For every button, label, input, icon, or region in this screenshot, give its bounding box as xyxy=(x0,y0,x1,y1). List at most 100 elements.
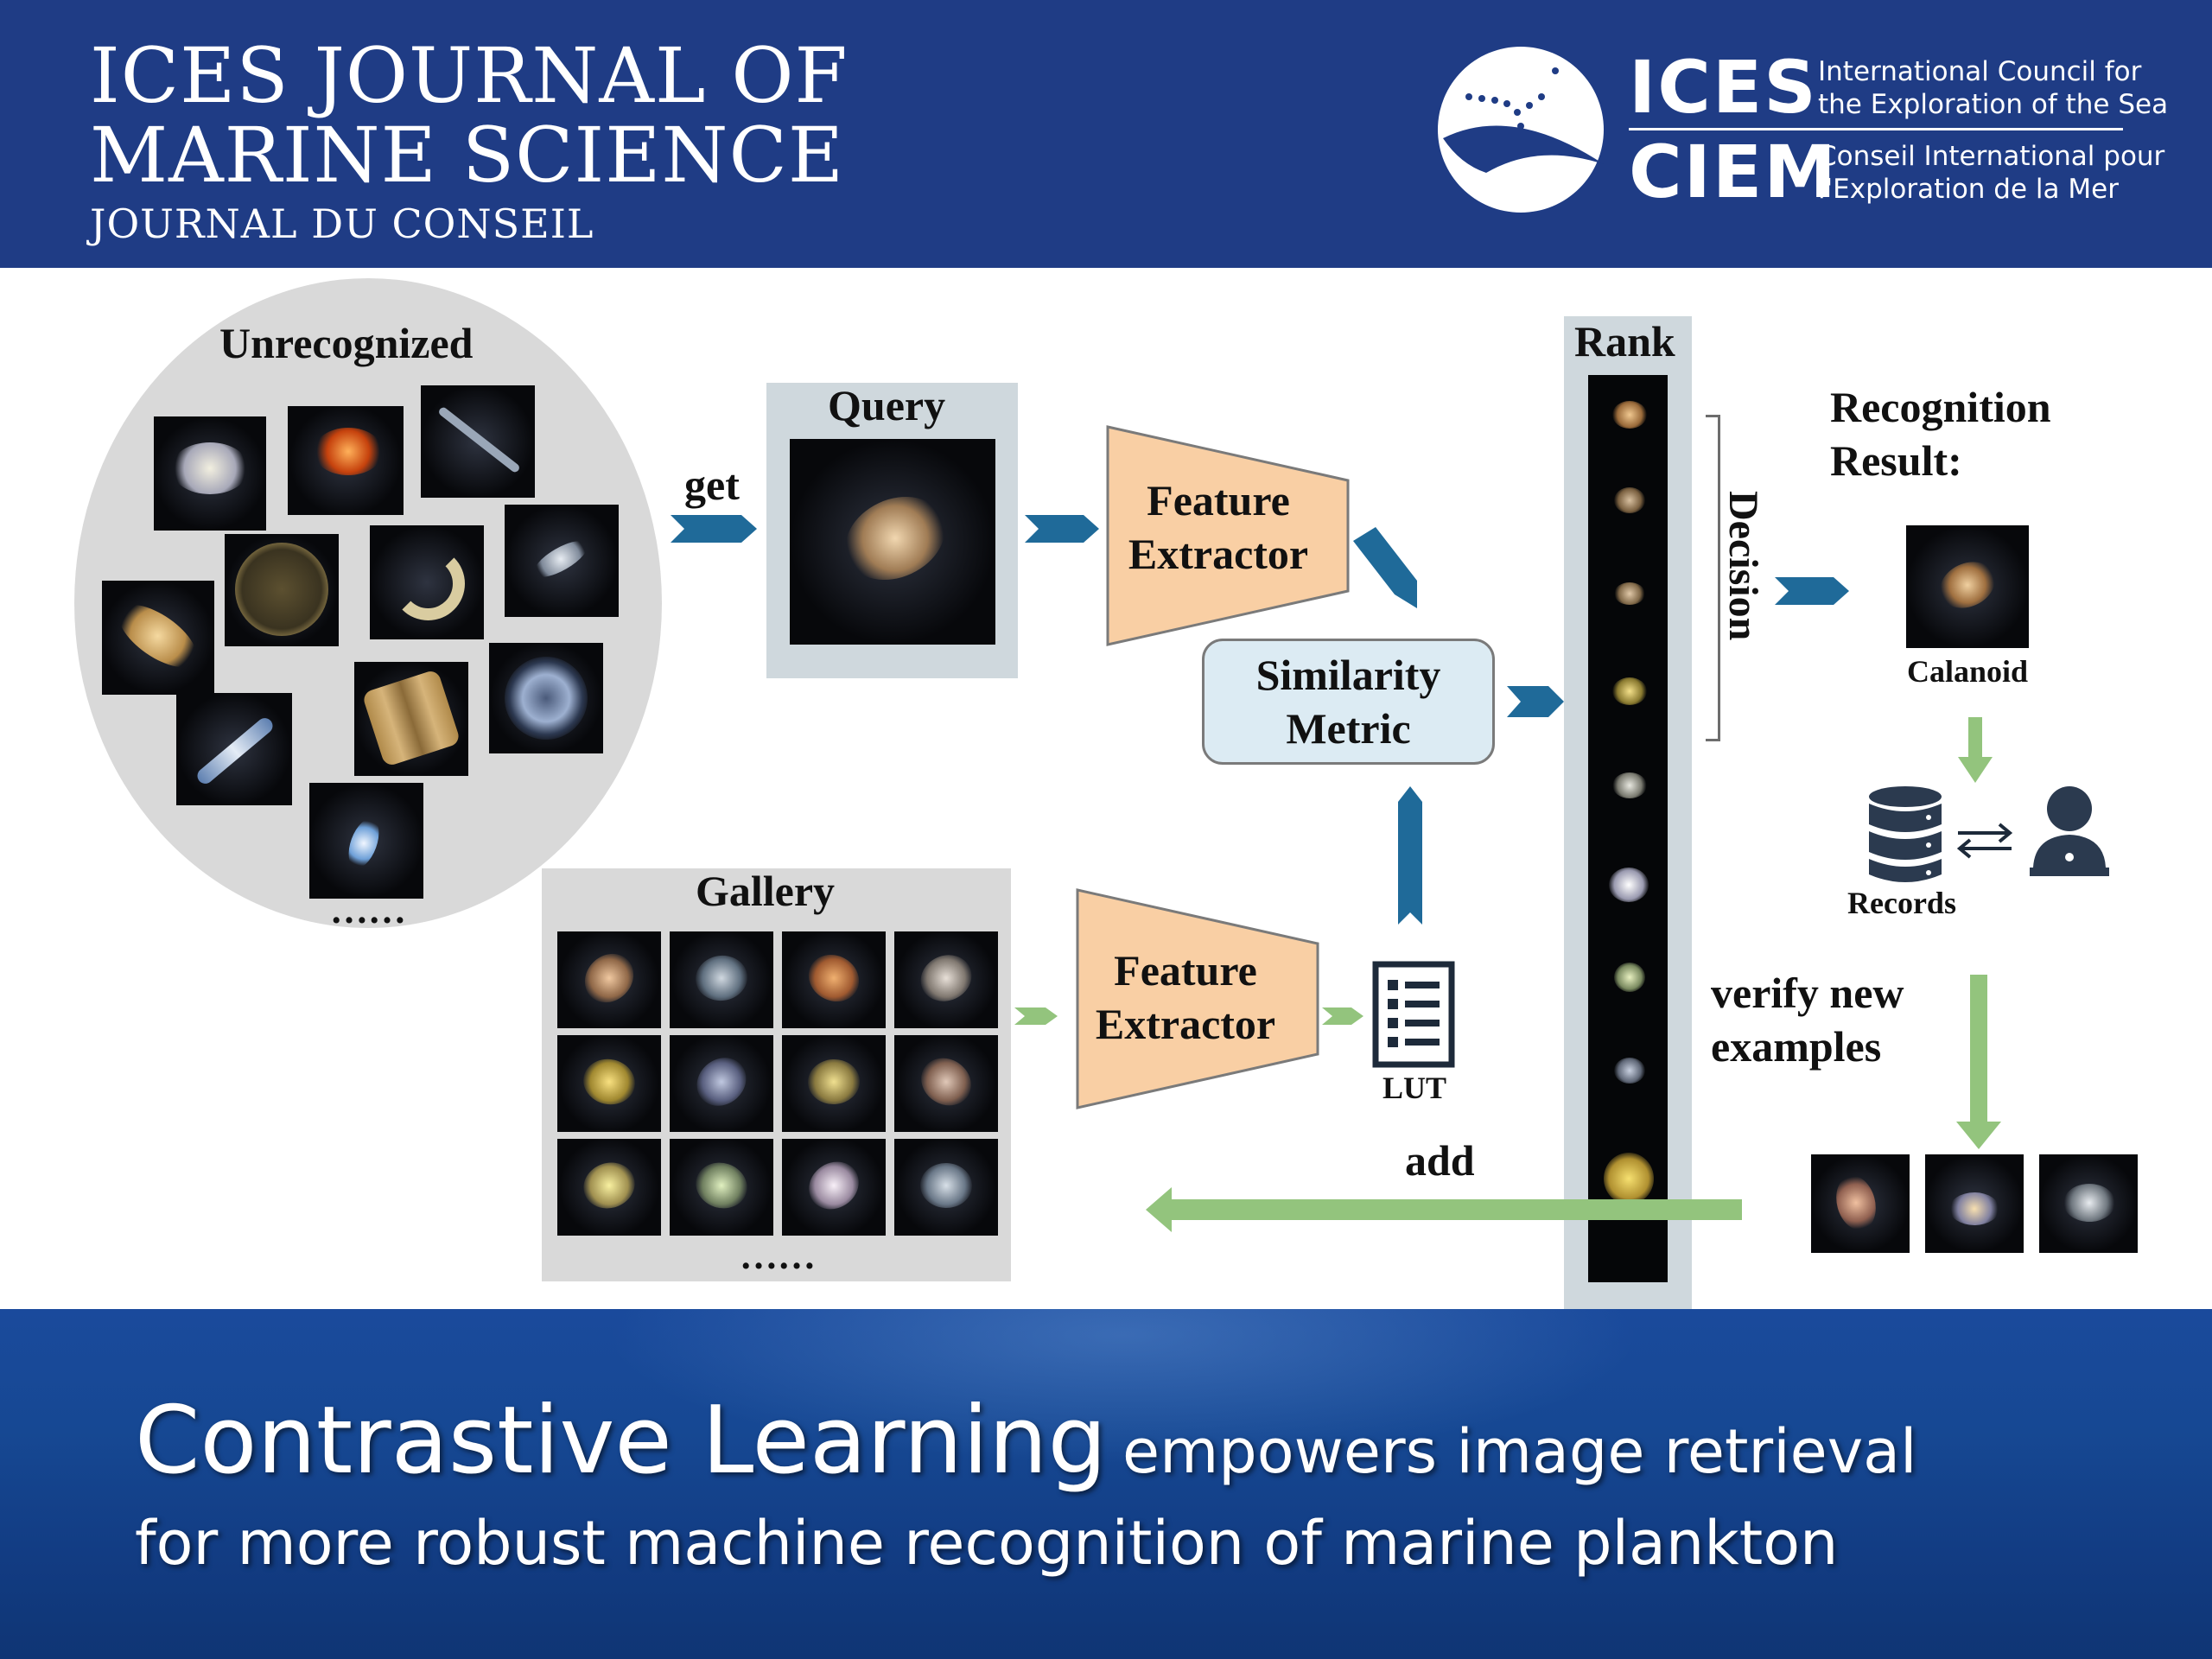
org-name-fr-line2: l'Exploration de la Mer xyxy=(1818,174,2119,205)
arrow-verify-shaft xyxy=(1970,975,1987,1123)
gallery-image xyxy=(782,1035,886,1132)
arrow-similarity-to-rank xyxy=(1507,686,1564,717)
plankton-image xyxy=(102,581,214,695)
plankton-image xyxy=(370,525,484,639)
pipeline-diagram: Unrecognized …… get Query Fe xyxy=(0,268,2212,1398)
specimen-shape xyxy=(913,947,979,1009)
feature-extractor-gallery-line2: Extractor xyxy=(1095,1000,1276,1048)
arrow-result-to-records-head xyxy=(1958,757,1993,783)
feature-extractor-gallery xyxy=(1076,888,1319,1109)
query-label: Query xyxy=(828,381,946,429)
org-name-fr: Conseil International pour l'Exploration… xyxy=(1818,140,2164,206)
similarity-metric-line2: Metric xyxy=(1286,704,1411,753)
plankton-image xyxy=(154,416,266,531)
verify-label: verify new examples xyxy=(1711,966,1904,1073)
unrecognized-label: Unrecognized xyxy=(219,319,474,367)
journal-header: ICES JOURNAL OF MARINE SCIENCE JOURNAL D… xyxy=(0,0,2212,268)
footer-headline-small: empowers image retrieval xyxy=(1122,1416,1917,1487)
query-image xyxy=(790,439,995,645)
specimen-shape xyxy=(800,945,868,1011)
new-example-image xyxy=(1811,1154,1910,1253)
similarity-metric-line1: Similarity xyxy=(1255,651,1441,699)
org-name-fr-line1: Conseil International pour xyxy=(1818,141,2165,172)
feature-extractor-gallery-line1: Feature xyxy=(1114,946,1257,995)
feature-extractor-gallery-text: Feature Extractor xyxy=(1090,944,1281,1051)
specimen-shape xyxy=(919,1161,973,1210)
ices-logo-icon xyxy=(1438,47,1604,213)
specimen-shape xyxy=(575,944,644,1013)
feature-extractor-query-text: Feature Extractor xyxy=(1123,474,1313,581)
similarity-metric-box xyxy=(1202,639,1495,765)
specimen-shape xyxy=(692,952,751,1004)
specimen-shape xyxy=(690,1156,753,1215)
specimen-shape xyxy=(912,1048,981,1116)
gallery-image xyxy=(782,931,886,1028)
arrow-decision-to-result xyxy=(1775,577,1849,605)
arrow-get xyxy=(671,515,757,543)
verify-label-line2: examples xyxy=(1711,1022,1882,1071)
gallery-image xyxy=(670,1035,773,1132)
gallery-image xyxy=(557,931,661,1028)
lut-label: LUT xyxy=(1382,1071,1447,1105)
ranked-results-strip xyxy=(1588,375,1668,1282)
footer-tagline: for more robust machine recognition of m… xyxy=(135,1508,1839,1579)
gallery-image xyxy=(894,1139,998,1236)
org-name-en-line2: the Exploration of the Sea xyxy=(1818,89,2169,120)
specimen-shape xyxy=(687,1047,756,1116)
plankton-image xyxy=(354,662,468,776)
footer-headline-big: Contrastive Learning xyxy=(135,1387,1108,1495)
result-class-label: Calanoid xyxy=(1906,654,2029,689)
gallery-image xyxy=(894,1035,998,1132)
plankton-image xyxy=(288,406,404,515)
gallery-image xyxy=(557,1035,661,1132)
journal-title: ICES JOURNAL OF MARINE SCIENCE xyxy=(90,36,849,195)
records-label: Records xyxy=(1847,886,1956,920)
gallery-image xyxy=(557,1139,661,1236)
arrow-extractor-to-similarity xyxy=(1353,527,1417,608)
arrow-query-to-extractor xyxy=(1025,515,1099,543)
new-example-image xyxy=(1925,1154,2024,1253)
plankton-image xyxy=(505,505,619,617)
ices-code: ICES xyxy=(1629,45,1818,130)
specimen-shape xyxy=(799,1152,868,1219)
gallery-label: Gallery xyxy=(696,867,836,915)
recognition-result-line2: Result: xyxy=(1830,436,1962,485)
logo-divider xyxy=(1629,128,2123,130)
decision-label: Decision xyxy=(1720,491,1766,641)
specimen-shape xyxy=(577,1155,641,1216)
similarity-metric-text: Similarity Metric xyxy=(1202,648,1495,755)
journal-title-line1: ICES JOURNAL OF xyxy=(90,31,849,120)
verify-label-line1: verify new xyxy=(1711,969,1904,1017)
user-at-laptop-icon xyxy=(2030,786,2109,876)
gallery-ellipsis: …… xyxy=(740,1235,816,1277)
specimen-shape xyxy=(806,1058,861,1106)
lut-list-icon xyxy=(1372,961,1455,1068)
gallery-image xyxy=(782,1139,886,1236)
plankton-image xyxy=(489,643,603,753)
arrow-result-to-records-shaft xyxy=(1968,717,1982,757)
gallery-image xyxy=(670,1139,773,1236)
feature-extractor-query-line2: Extractor xyxy=(1128,530,1309,578)
database-icon xyxy=(1869,786,1942,882)
recognition-result-label: Recognition Result: xyxy=(1830,380,2051,487)
result-image xyxy=(1906,525,2029,648)
add-label: add xyxy=(1405,1136,1475,1185)
plankton-image xyxy=(421,385,535,498)
decision-bracket xyxy=(1706,415,1720,741)
arrow-verify-head xyxy=(1956,1122,2001,1149)
new-example-image xyxy=(2039,1154,2138,1253)
gallery-image xyxy=(670,931,773,1028)
recognition-result-line1: Recognition xyxy=(1830,383,2051,431)
org-name-en-line1: International Council for xyxy=(1818,56,2142,87)
plankton-image xyxy=(225,534,339,646)
get-label: get xyxy=(684,461,740,509)
plankton-image xyxy=(309,783,423,899)
feature-extractor-query xyxy=(1106,425,1350,646)
arrow-add-head xyxy=(1146,1187,1172,1232)
arrow-gallery-to-extractor xyxy=(1014,1007,1058,1025)
feature-extractor-query-line1: Feature xyxy=(1147,476,1290,524)
specimen-shape xyxy=(578,1053,640,1110)
plankton-image xyxy=(176,693,292,805)
